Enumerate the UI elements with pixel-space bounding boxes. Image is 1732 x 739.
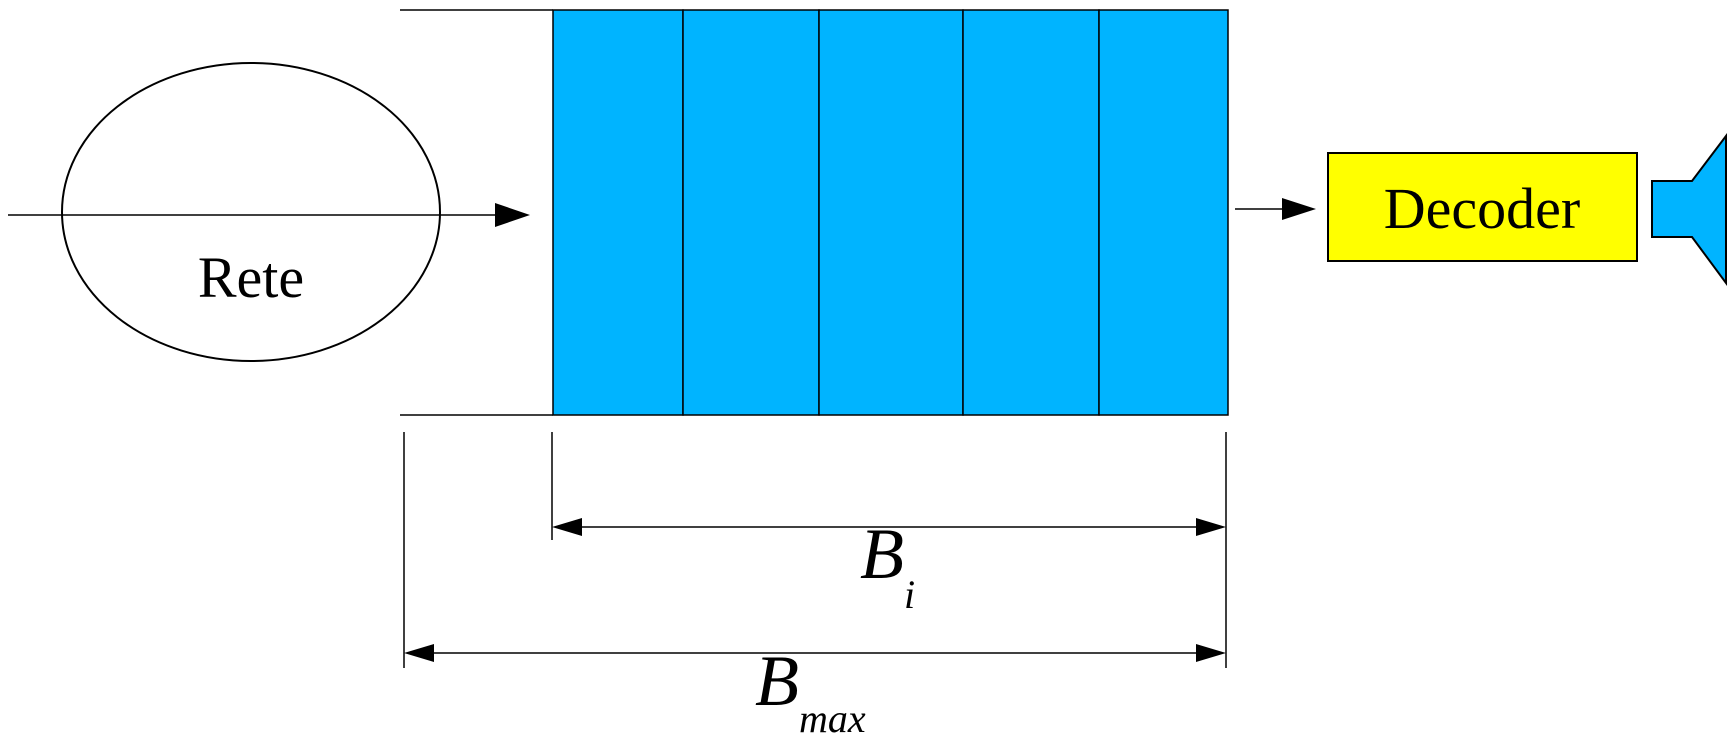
input-arrowhead (495, 203, 530, 227)
bi-subscript: i (904, 572, 915, 617)
bi-label: Bi (860, 514, 915, 617)
decoder-box (1327, 152, 1638, 262)
buffer-cell (1098, 9, 1229, 416)
decoder-label: Decoder (1384, 176, 1580, 241)
bi-symbol: B (860, 514, 904, 594)
speaker-icon (1651, 133, 1727, 287)
bmax-label: Bmax (755, 641, 866, 739)
bmax-subscript: max (799, 696, 866, 739)
buffer (552, 9, 1229, 416)
buffer-cell (818, 9, 964, 416)
buffer-cell (682, 9, 820, 416)
buffer-cell (962, 9, 1100, 416)
buffer-cell (552, 9, 684, 416)
output-arrowhead (1282, 198, 1316, 220)
bmax-dimension-arrow (404, 644, 1226, 662)
bi-dimension-arrow (552, 518, 1226, 536)
bmax-symbol: B (755, 641, 799, 721)
network-cloud (61, 62, 441, 362)
network-label: Rete (198, 245, 304, 310)
